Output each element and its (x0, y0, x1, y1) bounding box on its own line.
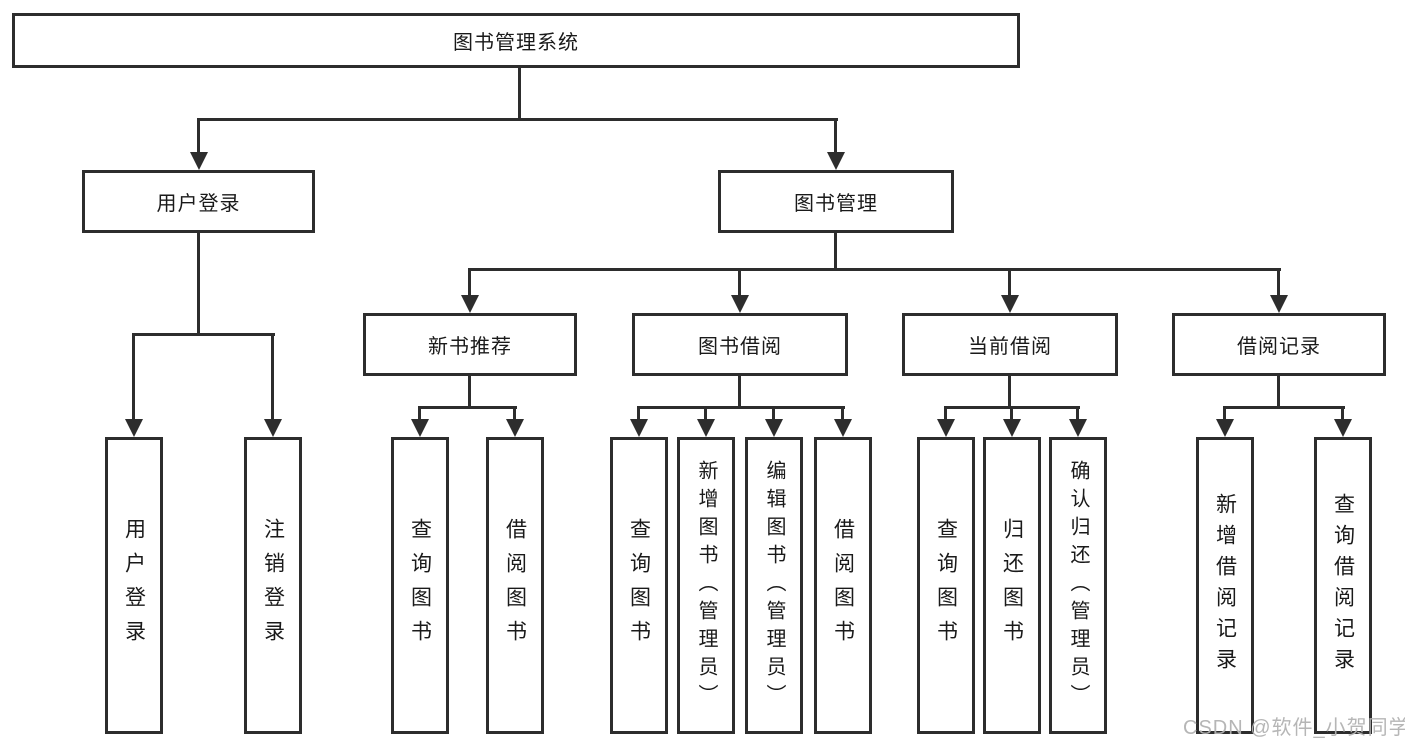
connector-line (513, 408, 516, 423)
leaf-user-login-label: 用户登录 (122, 517, 146, 654)
arrow-down-icon (697, 419, 715, 437)
arrow-down-icon (827, 152, 845, 170)
leaf-logout: 注销登录 (244, 437, 302, 734)
leaf-query-books-1: 查询图书 (391, 437, 449, 734)
leaf-add-book-admin-label: 新增图书（管理员） (695, 459, 717, 712)
leaf-add-borrow-record-label: 新增借阅记录 (1213, 492, 1237, 679)
leaf-return-book-label: 归还图书 (1000, 517, 1024, 654)
leaf-query-books-2: 查询图书 (610, 437, 668, 734)
connector-line (637, 408, 640, 423)
leaf-add-borrow-record: 新增借阅记录 (1196, 437, 1254, 734)
node-borrow-records: 借阅记录 (1172, 313, 1386, 376)
connector-line (468, 268, 1281, 271)
connector-line (1341, 408, 1344, 423)
leaf-confirm-return-admin-label: 确认归还（管理员） (1067, 459, 1089, 712)
leaf-borrow-books-2: 借阅图书 (814, 437, 872, 734)
arrow-down-icon (411, 419, 429, 437)
connector-line (834, 120, 837, 156)
node-user-login: 用户登录 (82, 170, 315, 233)
connector-line (1008, 270, 1011, 299)
connector-line (738, 376, 741, 408)
connector-line (418, 408, 421, 423)
connector-line (772, 408, 775, 423)
connector-line (271, 335, 274, 423)
arrow-down-icon (834, 419, 852, 437)
node-root-label: 图书管理系统 (453, 32, 579, 54)
arrow-down-icon (190, 152, 208, 170)
connector-line (637, 406, 845, 409)
leaf-borrow-books-1: 借阅图书 (486, 437, 544, 734)
connector-line (1277, 270, 1280, 299)
arrow-down-icon (1334, 419, 1352, 437)
connector-line (1223, 408, 1226, 423)
connector-line (738, 270, 741, 299)
arrow-down-icon (1003, 419, 1021, 437)
arrow-down-icon (765, 419, 783, 437)
connector-line (197, 233, 200, 335)
leaf-edit-book-admin: 编辑图书（管理员） (745, 437, 803, 734)
leaf-user-login: 用户登录 (105, 437, 163, 734)
arrow-down-icon (731, 295, 749, 313)
connector-line (1076, 408, 1079, 423)
leaf-confirm-return-admin: 确认归还（管理员） (1049, 437, 1107, 734)
node-book-management-label: 图书管理 (794, 193, 878, 215)
arrow-down-icon (1069, 419, 1087, 437)
leaf-add-book-admin: 新增图书（管理员） (677, 437, 735, 734)
arrow-down-icon (506, 419, 524, 437)
node-new-book-recommend: 新书推荐 (363, 313, 577, 376)
connector-line (834, 233, 837, 270)
node-borrow-records-label: 借阅记录 (1237, 336, 1321, 358)
leaf-query-books-2-label: 查询图书 (627, 517, 651, 654)
arrow-down-icon (264, 419, 282, 437)
leaf-edit-book-admin-label: 编辑图书（管理员） (763, 459, 785, 712)
node-book-management: 图书管理 (718, 170, 954, 233)
arrow-down-icon (1270, 295, 1288, 313)
leaf-query-borrow-record-label: 查询借阅记录 (1331, 492, 1355, 679)
arrow-down-icon (937, 419, 955, 437)
node-book-borrow-label: 图书借阅 (698, 336, 782, 358)
connector-line (944, 408, 947, 423)
connector-line (1008, 376, 1011, 408)
arrow-down-icon (1001, 295, 1019, 313)
connector-line (418, 406, 517, 409)
connector-line (197, 120, 200, 156)
leaf-query-borrow-record: 查询借阅记录 (1314, 437, 1372, 734)
connector-line (518, 68, 521, 120)
connector-line (1010, 408, 1013, 423)
connector-line (1223, 406, 1345, 409)
node-current-borrow: 当前借阅 (902, 313, 1118, 376)
leaf-query-books-1-label: 查询图书 (408, 517, 432, 654)
node-user-login-label: 用户登录 (156, 193, 241, 215)
node-current-borrow-label: 当前借阅 (968, 336, 1052, 358)
leaf-query-books-3: 查询图书 (917, 437, 975, 734)
connector-line (704, 408, 707, 423)
connector-line (197, 118, 838, 121)
arrow-down-icon (461, 295, 479, 313)
leaf-query-books-3-label: 查询图书 (934, 517, 958, 654)
node-new-book-recommend-label: 新书推荐 (428, 336, 512, 358)
leaf-borrow-books-1-label: 借阅图书 (503, 517, 527, 654)
connector-line (468, 270, 471, 299)
connector-line (841, 408, 844, 423)
connector-line (944, 406, 1080, 409)
arrow-down-icon (125, 419, 143, 437)
connector-line (132, 335, 135, 423)
leaf-borrow-books-2-label: 借阅图书 (831, 517, 855, 654)
arrow-down-icon (1216, 419, 1234, 437)
connector-line (468, 376, 471, 408)
watermark-text: CSDN @软件_小贺同学 (1183, 717, 1405, 739)
leaf-return-book: 归还图书 (983, 437, 1041, 734)
leaf-logout-label: 注销登录 (261, 517, 285, 654)
connector-line (132, 333, 275, 336)
arrow-down-icon (630, 419, 648, 437)
node-book-borrow: 图书借阅 (632, 313, 848, 376)
connector-line (1277, 376, 1280, 408)
node-root: 图书管理系统 (12, 13, 1020, 68)
